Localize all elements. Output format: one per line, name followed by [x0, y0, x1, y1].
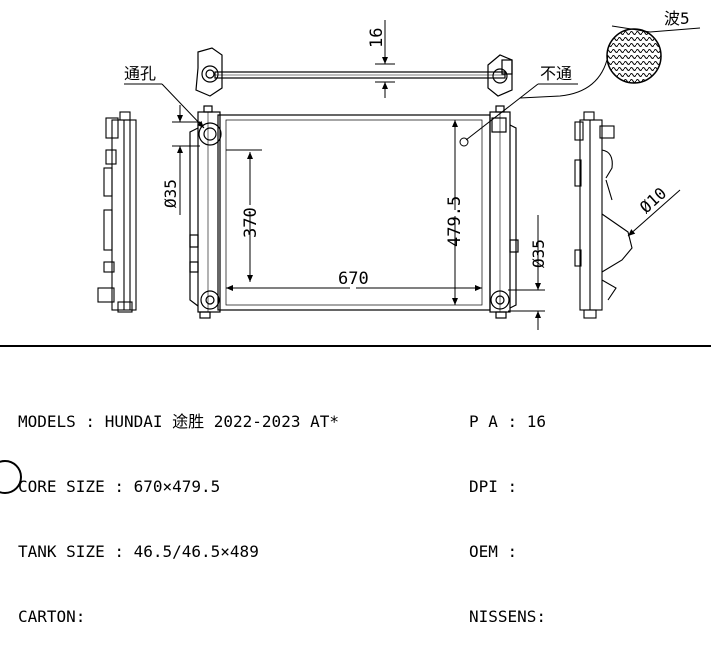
spec-oem: OEM :: [469, 542, 518, 561]
top-bracket-view: [195, 47, 513, 97]
leader-no-through: [459, 83, 578, 147]
dim-pipe-right: [508, 215, 545, 330]
label-wave: 波5: [664, 9, 690, 28]
right-side-view: [574, 111, 633, 319]
left-side-view: [97, 111, 137, 313]
spec-right-column: P A : 16 DPI : OEM : NISSENS:: [469, 372, 546, 652]
dim-tank-inner: [226, 149, 262, 282]
radiator-technical-drawing: 16: [97, 9, 701, 330]
dim-pipe-left-label: Ø35: [161, 179, 180, 208]
dim-fin-pitch: [375, 20, 395, 98]
spec-tank-size: TANK SIZE : 46.5/46.5×489: [18, 542, 259, 561]
spec-nissens: NISSENS:: [469, 607, 547, 626]
dim-tank-inner-label: 370: [241, 207, 261, 238]
radiator-front-view: [189, 105, 519, 319]
spec-left-column: MODELS : HUNDAI 途胜 2022-2023 AT* CORE SI…: [18, 372, 339, 652]
dim-core-width-label: 670: [338, 269, 369, 289]
section-divider: [0, 345, 711, 347]
spec-pa: P A : 16: [469, 412, 547, 431]
dim-core-height-label: 479.5: [445, 196, 465, 247]
dim-hose: [627, 189, 681, 237]
label-through-hole: 通孔: [124, 64, 156, 83]
leader-through-hole: [124, 83, 205, 129]
dim-pipe-left: [172, 105, 200, 215]
dim-pipe-right-label: Ø35: [529, 239, 548, 268]
dim-hose-label: Ø10: [636, 184, 670, 217]
spec-dpi: DPI :: [469, 477, 518, 496]
dim-fin-pitch-label: 16: [367, 28, 387, 48]
label-no-through: 不通: [540, 64, 572, 83]
spec-carton: CARTON:: [18, 607, 86, 626]
fin-detail-circle: [519, 25, 701, 99]
spec-models: MODELS : HUNDAI 途胜 2022-2023 AT*: [18, 412, 339, 431]
spec-core-size: CORE SIZE : 670×479.5: [18, 477, 221, 496]
